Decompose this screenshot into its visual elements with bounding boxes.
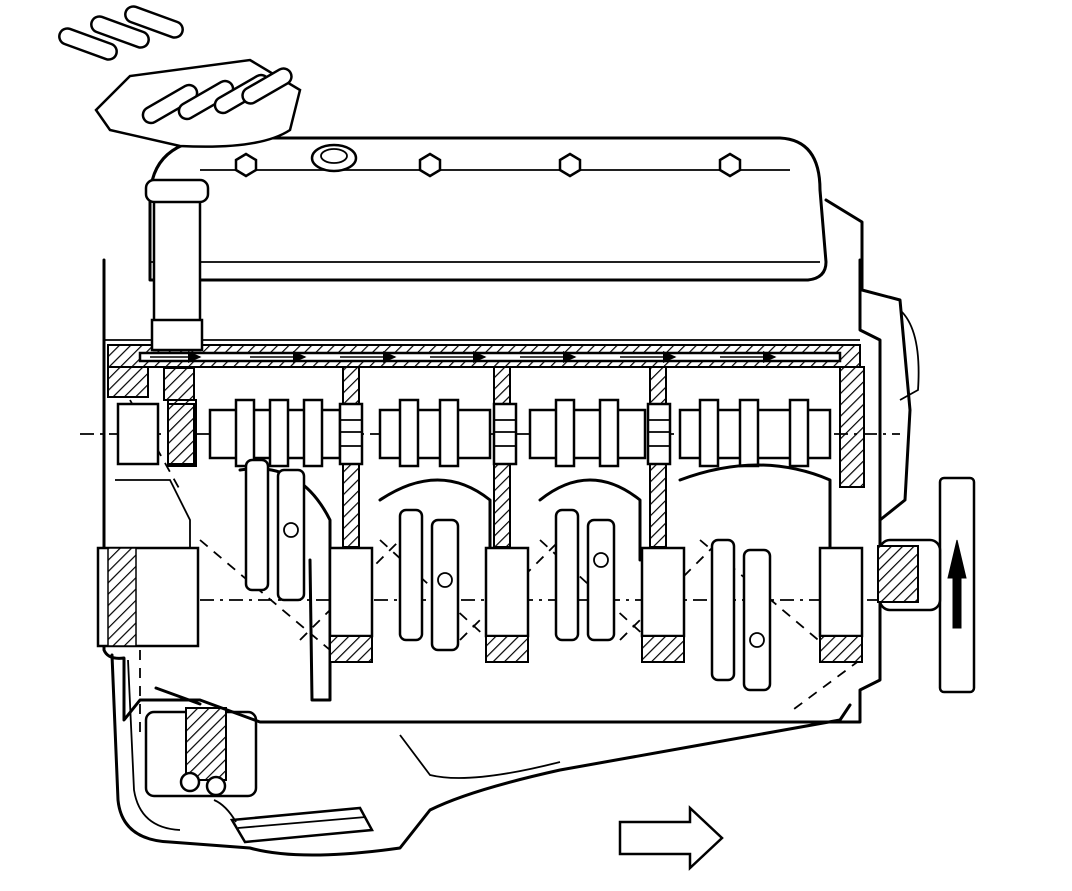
main-bearings (328, 546, 864, 663)
oil-pump (144, 686, 258, 798)
front-direction-arrow (618, 805, 724, 871)
distributor-cap-terminals (58, 5, 293, 125)
valve-cover (148, 136, 828, 282)
rotation-arrow (947, 539, 967, 629)
connecting-rods (244, 458, 772, 692)
oil-pan (110, 653, 852, 857)
timing-cover (824, 198, 920, 522)
camshaft-journals (338, 402, 672, 466)
engine-block (96, 258, 882, 724)
distributor (94, 58, 302, 465)
valve-cover-bolts (234, 152, 742, 178)
oil-fill-cap (310, 143, 358, 173)
camshaft (80, 398, 900, 468)
main-oil-gallery (107, 344, 865, 488)
oil-pickup (213, 799, 375, 844)
